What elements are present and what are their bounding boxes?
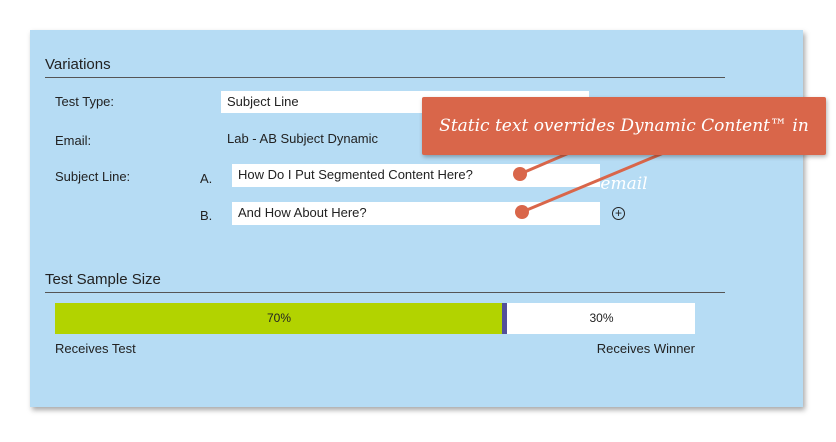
receives-winner-label: Receives Winner bbox=[596, 341, 695, 356]
sample-size-slider[interactable]: 70% 30% bbox=[55, 303, 695, 334]
variations-divider bbox=[45, 77, 725, 78]
slider-handle[interactable] bbox=[502, 303, 507, 334]
test-percent-label: 70% bbox=[266, 311, 292, 325]
pointer-dot-a bbox=[513, 167, 527, 181]
variant-b-subject-input[interactable]: And How About Here? bbox=[232, 202, 600, 225]
variant-b-letter: B. bbox=[200, 208, 213, 223]
test-type-label: Test Type: bbox=[55, 94, 115, 109]
callout-banner: Static text overrides Dynamic Content™ i… bbox=[422, 97, 826, 194]
test-portion-fill bbox=[55, 303, 503, 334]
variant-a-subject-input[interactable]: How Do I Put Segmented Content Here? bbox=[232, 164, 600, 187]
variant-a-letter: A. bbox=[200, 171, 213, 186]
email-label: Email: bbox=[55, 133, 92, 148]
sample-size-heading: Test Sample Size bbox=[45, 271, 161, 288]
sample-size-divider bbox=[45, 292, 725, 293]
ab-test-panel: Variations Test Type: Subject Line Email… bbox=[30, 30, 803, 407]
pointer-dot-b bbox=[515, 205, 529, 219]
variations-heading: Variations bbox=[45, 56, 111, 73]
receives-test-label: Receives Test bbox=[55, 341, 136, 356]
winner-percent-label: 30% bbox=[589, 311, 614, 325]
subject-line-label: Subject Line: bbox=[55, 169, 131, 184]
pointer-line-b bbox=[521, 150, 667, 214]
email-value: Lab - AB Subject Dynamic bbox=[227, 131, 379, 146]
plus-circle-icon[interactable]: + bbox=[612, 207, 625, 220]
